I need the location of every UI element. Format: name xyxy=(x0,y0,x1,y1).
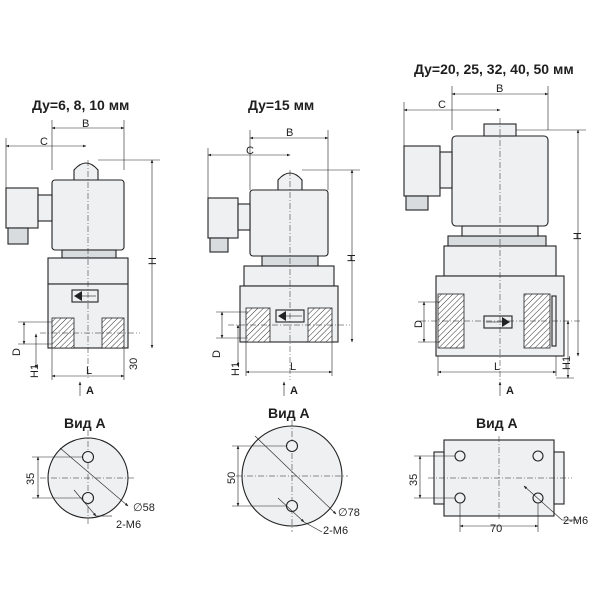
dim-h: H xyxy=(346,254,358,262)
valve-large: Ду=20, 25, 32, 40, 50 мм B C H H1 xyxy=(403,61,588,535)
dim-h1: H1 xyxy=(230,362,242,376)
dim-d: D xyxy=(211,350,223,358)
dim-c: C xyxy=(40,136,48,148)
coil-cap xyxy=(73,162,99,181)
dim-diameter: ∅78 xyxy=(338,507,360,519)
dim-diameter: ∅58 xyxy=(133,502,155,514)
dim-l: L xyxy=(494,361,500,373)
view-a-label: Вид А xyxy=(476,415,518,431)
valve-small: Ду=6, 8, 10 мм B C H xyxy=(5,97,160,531)
valve-small-title: Ду=6, 8, 10 мм xyxy=(32,97,129,113)
dim-thread: 2-M6 xyxy=(323,525,348,537)
dim-35: 35 xyxy=(25,473,37,485)
dim-b: B xyxy=(286,127,293,139)
view-arrow-a: A xyxy=(86,385,94,397)
view-a-label: Вид А xyxy=(64,415,106,431)
dim-c: C xyxy=(246,145,254,157)
valve-large-title: Ду=20, 25, 32, 40, 50 мм xyxy=(414,61,574,77)
connector xyxy=(5,187,39,229)
dim-c: C xyxy=(438,99,446,111)
dim-d: D xyxy=(11,348,23,356)
dim-h1: H1 xyxy=(29,364,41,378)
dim-b: B xyxy=(496,83,503,95)
view-arrow-a: A xyxy=(290,385,298,397)
valve-medium-title: Ду=15 мм xyxy=(248,97,314,113)
dim-h: H xyxy=(147,257,159,265)
dim-30: 30 xyxy=(128,358,140,370)
dim-l: L xyxy=(290,361,296,373)
dim-70: 70 xyxy=(490,523,502,535)
view-a-label: Вид А xyxy=(268,405,310,421)
valve-upper-body xyxy=(243,265,335,287)
dim-thread: 2-M6 xyxy=(563,515,588,527)
dim-thread: 2-M6 xyxy=(116,519,141,531)
dim-d: D xyxy=(413,320,425,328)
dim-50: 50 xyxy=(226,472,238,484)
dim-l: L xyxy=(86,365,92,377)
dim-35: 35 xyxy=(408,474,420,486)
connector xyxy=(403,145,441,197)
dim-h: H xyxy=(572,232,584,240)
dim-b: B xyxy=(82,118,89,130)
coil xyxy=(249,189,329,257)
connector xyxy=(207,197,239,239)
dim-h1: H1 xyxy=(561,356,573,370)
view-arrow-a: A xyxy=(506,385,514,397)
valve-medium: Ду=15 мм B C H D H1 L xyxy=(207,97,360,537)
